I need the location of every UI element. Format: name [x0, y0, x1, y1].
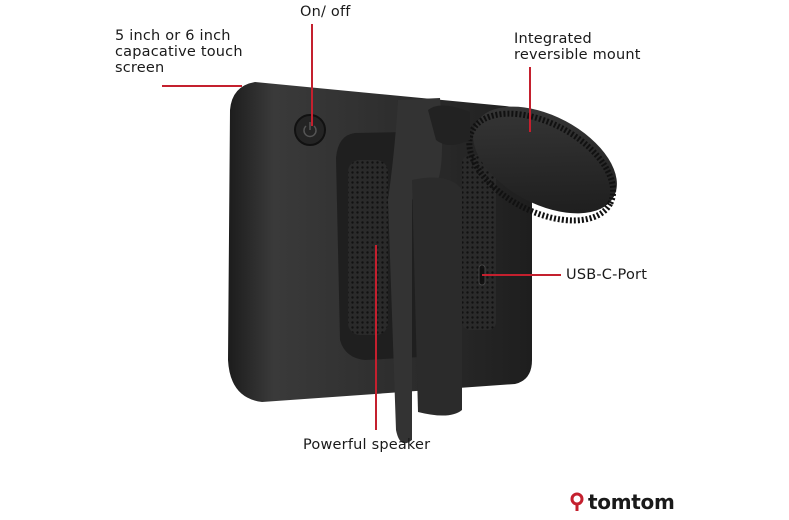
tomtom-logo: tomtom [570, 490, 675, 514]
callout-mount-line-2: reversible mount [514, 47, 641, 63]
map-pin-icon [570, 492, 584, 511]
callout-mount-line [529, 67, 531, 132]
callout-speaker-label: Powerful speaker [303, 437, 431, 453]
callout-screen-line-3: screen [115, 60, 165, 76]
callout-power-label: On/ off [300, 4, 351, 20]
callout-power-line [311, 24, 313, 126]
callout-usb-label: USB-C-Port [566, 267, 648, 283]
suction-mount [466, 106, 617, 224]
callout-usb-line [482, 274, 561, 276]
callout-screen-line [162, 85, 242, 87]
callout-screen-line-1: 5 inch or 6 inch [115, 28, 231, 44]
mount-arm [388, 98, 443, 444]
brand-name: tomtom [588, 490, 675, 514]
callout-speaker-line [375, 245, 377, 430]
callout-screen-label: 5 inch or 6 inch capacative touch screen [115, 28, 243, 76]
speaker-grille [348, 160, 388, 335]
callout-screen-line-2: capacative touch [115, 44, 243, 60]
callout-mount-line-1: Integrated [514, 31, 592, 47]
callout-mount-label: Integrated reversible mount [514, 31, 641, 63]
